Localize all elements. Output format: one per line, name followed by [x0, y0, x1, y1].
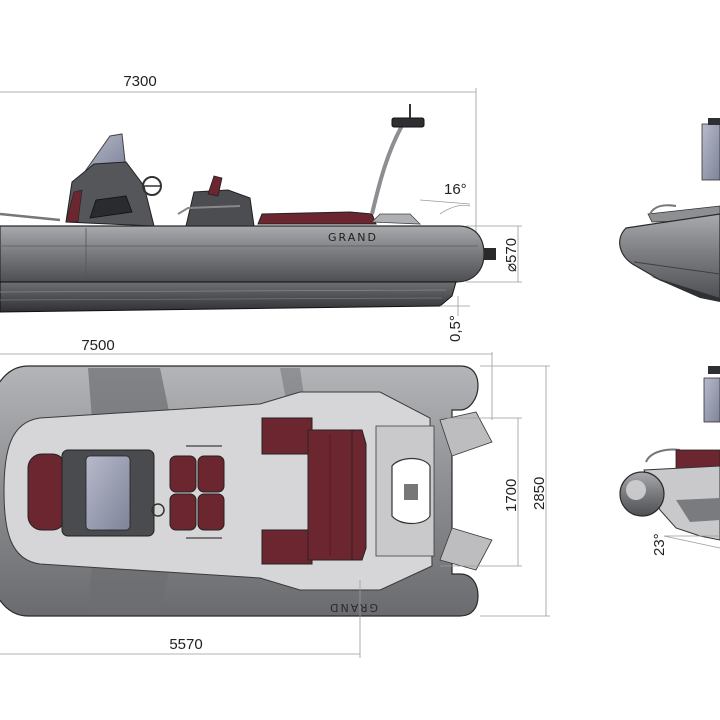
- dim-label-partial-length: 5570: [169, 636, 202, 653]
- navigation-light: [391, 117, 425, 128]
- console-upholstery: [65, 189, 83, 223]
- dim-label-trim-angle: 0,5°: [447, 315, 464, 342]
- top-view: 7500 GRAND: [0, 337, 550, 658]
- dim-label-bow-angle: 16°: [444, 181, 467, 198]
- front-view: [619, 118, 720, 302]
- bow-rail: [0, 212, 61, 222]
- seat-front-left: [169, 455, 197, 493]
- dim-label-tube-diameter: ⌀570: [503, 238, 520, 272]
- front-tube: [619, 213, 720, 301]
- dim-label-inner-beam: 1700: [503, 479, 520, 512]
- side-view: 7300 GRAND: [0, 73, 522, 342]
- brand-logo: GRAND: [328, 231, 378, 244]
- dim-label-beam: 2850: [531, 477, 548, 510]
- seat-front-right: [197, 455, 225, 493]
- bow-seat: [27, 453, 67, 531]
- angle-line-16: [419, 199, 471, 205]
- outboard-motor: [484, 248, 496, 260]
- dim-label-length-overall: 7300: [123, 73, 156, 90]
- brand-logo-top: GRAND: [328, 601, 378, 614]
- seat-rear-right: [197, 493, 225, 531]
- dim-label-length-top: 7500: [81, 337, 114, 354]
- side-hull: [0, 281, 457, 313]
- seat-rear-left: [169, 493, 197, 531]
- console-glass: [85, 455, 131, 531]
- seat-backrest: [207, 175, 223, 197]
- dim-label-deadrise-angle: 23°: [651, 533, 668, 556]
- console-window: [89, 195, 133, 219]
- rear-view: 23°: [619, 366, 720, 556]
- radar-arch: [370, 121, 406, 215]
- stern-bench: [257, 211, 377, 225]
- side-tube: [0, 225, 485, 283]
